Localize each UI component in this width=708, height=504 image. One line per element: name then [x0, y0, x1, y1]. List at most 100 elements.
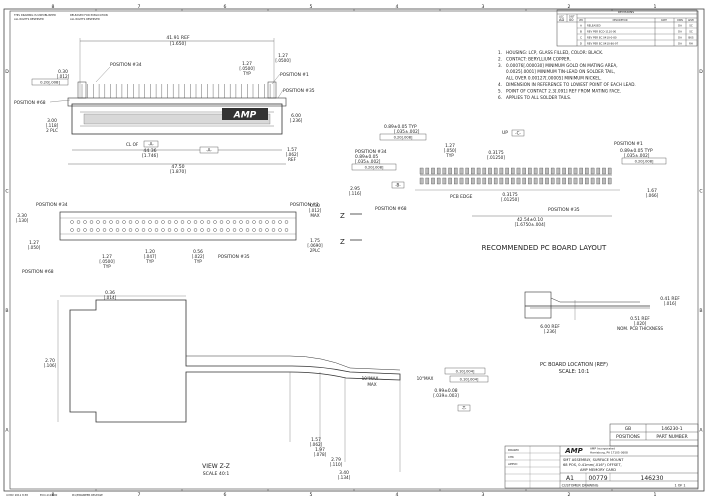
front-dim-pin-in: [.062]	[286, 152, 299, 157]
contact-pin	[122, 228, 126, 232]
contact-pin	[76, 220, 81, 224]
revision-approved: BKS	[688, 36, 693, 40]
contact-pin	[245, 228, 250, 232]
zz-dim-e: 2.79	[331, 457, 341, 463]
pcb-title: RECOMMENDED PC BOARD LAYOUT	[482, 244, 607, 252]
pcb-pad	[465, 177, 469, 185]
pcb-pad	[579, 177, 583, 185]
bottom-dim-f-in: [.012]	[309, 208, 322, 213]
contact-pin	[232, 220, 237, 224]
title-appvd: APPVD	[508, 462, 517, 466]
header-strip: THIS DRAWING IS UNPUBLISHED ALL RIGHTS R…	[14, 13, 108, 21]
front-dim-right-b: 1.27	[278, 53, 288, 59]
bottom-dim-f-note: MAX	[310, 213, 319, 218]
pcb-dim-h-in: [.066]	[646, 193, 659, 198]
location-dim-b-note: NOM. PCB THICKNESS	[617, 326, 663, 331]
pcb-pad	[550, 177, 555, 185]
contact-pin	[148, 228, 152, 232]
note-text: ALL OVER 0.00127[.00005] MINIMUM NICKEL.	[506, 76, 602, 81]
location-title: PC BOARD LOCATION (REF)	[540, 362, 608, 368]
zz-dim-d: 1.97	[315, 447, 325, 453]
pcb-pad	[528, 167, 532, 175]
title-part-no: 146230-1	[661, 426, 682, 432]
pcb-pad-rows	[419, 167, 612, 185]
contact-pin	[284, 220, 289, 224]
pcb-dim-c: 1.27	[445, 143, 455, 149]
zone-top-label: 1	[654, 4, 657, 10]
front-datum-a: -A-	[206, 148, 212, 153]
pcb-pad	[516, 177, 521, 185]
title-dwg-no: 146230	[641, 475, 664, 482]
contact-pin	[102, 228, 107, 232]
zz-dim-c: 1.57	[311, 437, 321, 443]
location-dim-b-in: [.020]	[634, 321, 647, 326]
note-number: 4.	[498, 82, 502, 87]
pcb-pad	[419, 167, 424, 175]
pcb-pad	[585, 177, 589, 185]
pc-board-location: 0.41 REF [.016] 0.51 REF [.020] NOM. PCB…	[524, 291, 680, 375]
zone-side-label: C	[699, 188, 702, 194]
pcb-up-label: UP	[502, 130, 508, 136]
pcb-datum-b: -B-	[395, 183, 401, 188]
revisions-col-ltr: LTR	[579, 19, 583, 22]
front-dim-right-a-note: TYP	[242, 71, 251, 76]
pcb-position-1: POSITION #1	[614, 141, 643, 147]
pcb-fcf-a: 0.20[.008]	[394, 136, 413, 140]
front-dim-top-in: [1.650]	[170, 41, 186, 47]
bottom-dim-f: 0.30	[310, 203, 320, 209]
contact-pin	[265, 228, 269, 232]
zz-dim-g-in: [.039±.003]	[433, 393, 459, 398]
contact-pin	[115, 228, 120, 232]
zone-bottom-label: 3	[482, 492, 485, 498]
pcb-pad	[545, 167, 549, 175]
location-dim-a: 0.41 REF	[660, 296, 680, 302]
pcb-pad	[511, 167, 515, 175]
contact-pin	[187, 220, 191, 224]
bottom-position-1: POSITION #1	[290, 202, 319, 208]
pcb-pad	[516, 167, 521, 175]
front-dim-left-in: [.118]	[46, 123, 59, 128]
zone-bottom-label: 2	[568, 492, 571, 498]
front-dim-right: 6.00	[291, 113, 301, 119]
contact-pin	[265, 220, 269, 224]
contact-pin	[76, 228, 81, 232]
note-text: 0.0025[.0001] MINIMUM TIN-LEAD ON SOLDER…	[506, 69, 615, 74]
title-customer: CUSTOMER DRAWING	[562, 484, 599, 488]
front-dim-pin-note: REF	[288, 157, 297, 162]
boardlock-right	[267, 81, 277, 99]
pcb-pad	[499, 167, 504, 175]
contact-pin	[167, 220, 172, 224]
contact-pin	[239, 228, 243, 232]
location-dim-c: 6.00 REF	[540, 324, 560, 330]
pcb-pad	[562, 177, 566, 185]
boardlock-left	[77, 81, 87, 99]
contact-pin	[89, 220, 94, 224]
contact-pin	[187, 228, 191, 232]
contact-pin	[109, 228, 113, 232]
pcb-pad	[493, 177, 498, 185]
title-positions: POSITIONS	[616, 434, 640, 440]
zone-side-label: B	[699, 308, 702, 314]
front-dim-bottom2-in: [1.870]	[170, 169, 186, 175]
zz-dim-f: 3.40	[339, 470, 349, 476]
zone-top-label: 3	[482, 4, 485, 10]
zz-dim-h: 10°MAX	[362, 376, 379, 381]
contact-pin	[70, 220, 74, 224]
contact-pin	[122, 220, 126, 224]
front-dim-bottom: 44.36	[143, 148, 156, 154]
revision-drawn: DA	[678, 24, 682, 28]
zone-top-label: 5	[310, 4, 313, 10]
note-number: 1.	[498, 50, 502, 55]
header-unpublished: THIS DRAWING IS UNPUBLISHED	[14, 13, 56, 17]
bottom-dim-g: 1.75	[310, 238, 320, 244]
contact-pin	[128, 228, 133, 232]
note-number: 6.	[498, 95, 502, 100]
bottom-dim-g-in: [.0690]	[307, 243, 323, 248]
pcb-dim-i-in: [.035±.002]	[624, 153, 650, 158]
zz-fcf-a: 0.10[.004]	[456, 370, 475, 374]
pcb-pad	[562, 167, 566, 175]
view-zz: 0.36 [.014] 2.70 [.106] 1.57 [.062] 1.97…	[44, 290, 489, 480]
revisions-col-apvd: APVD	[688, 19, 694, 22]
revision-letter: D	[580, 42, 582, 46]
